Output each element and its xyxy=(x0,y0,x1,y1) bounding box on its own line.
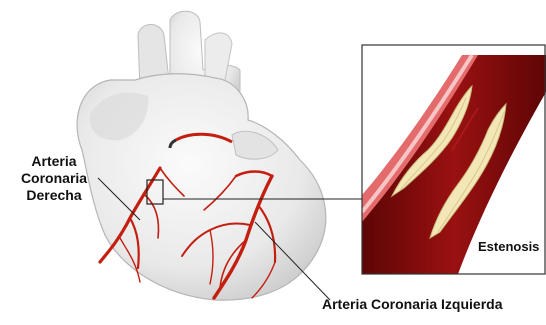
right-coronary-label: Arteria Coronaria Derecha xyxy=(6,153,102,204)
right-coronary-label-line-3: Derecha xyxy=(6,187,102,204)
left-coronary-label: Arteria Coronaria Izquierda xyxy=(322,296,503,313)
right-coronary-label-line-1: Arteria xyxy=(6,153,102,170)
stenosis-label: Estenosis xyxy=(478,238,539,255)
right-coronary-label-line-2: Coronaria xyxy=(6,170,102,187)
